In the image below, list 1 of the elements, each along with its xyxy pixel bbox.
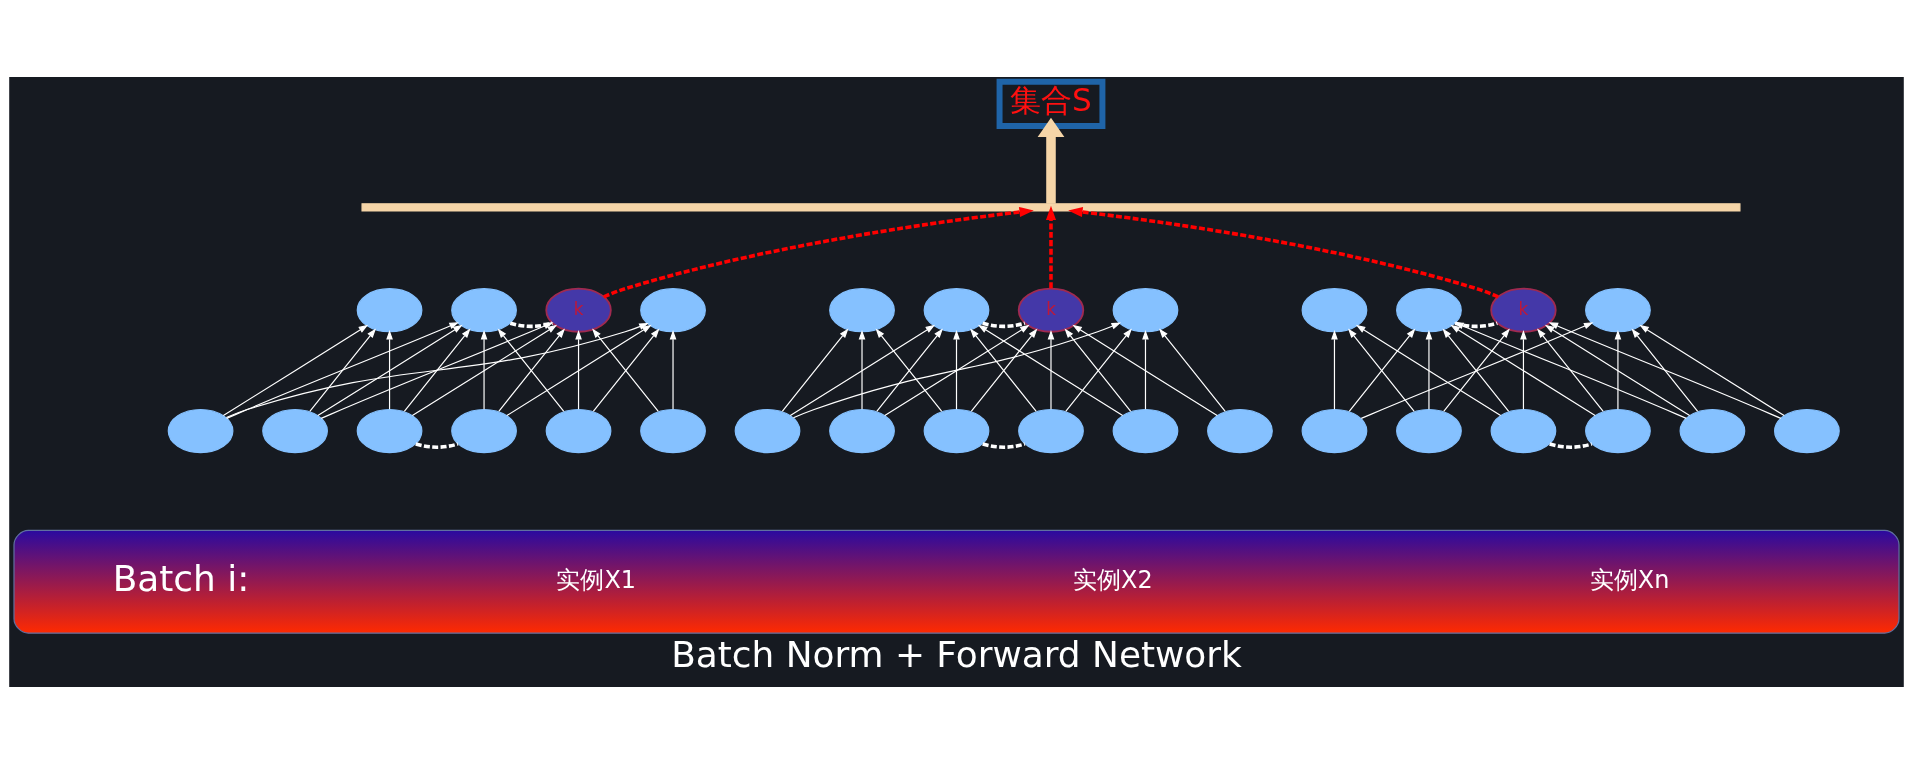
caption: Batch Norm + Forward Network bbox=[671, 633, 1242, 675]
